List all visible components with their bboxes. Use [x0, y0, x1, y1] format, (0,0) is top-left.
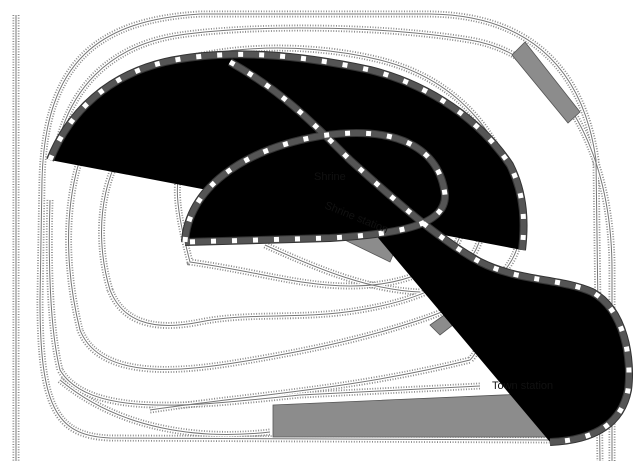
town-station-platform — [272, 392, 551, 438]
dark-tracks — [50, 54, 629, 442]
upper-right-platform — [511, 41, 581, 124]
town-station-label: Town station — [492, 380, 553, 392]
shrine-label: Shrine — [314, 171, 346, 183]
